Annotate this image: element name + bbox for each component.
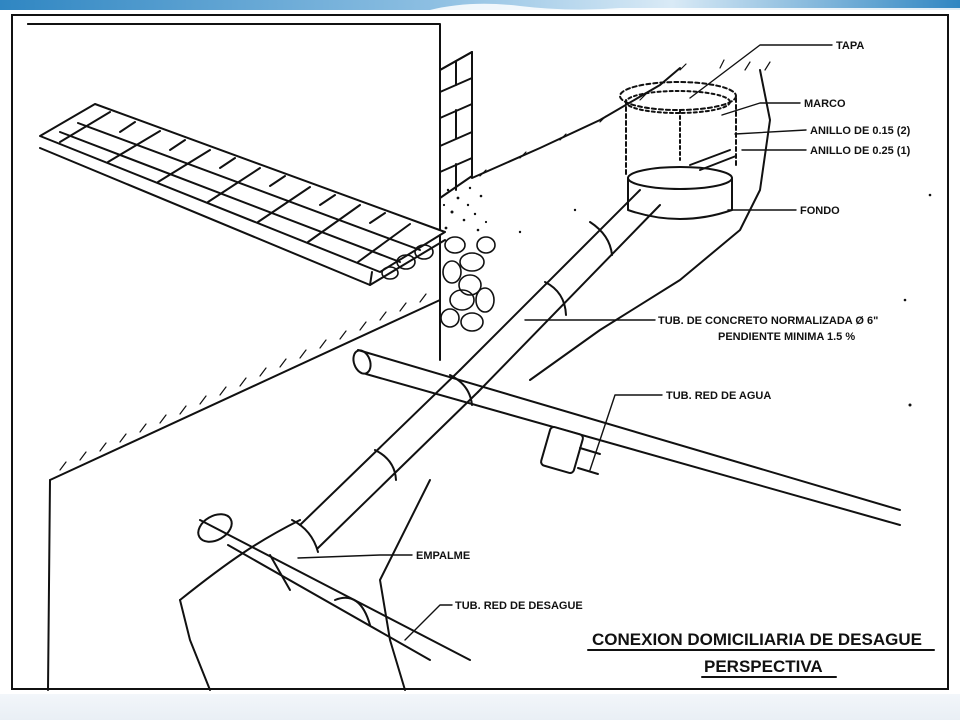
label-tub-desague: TUB. RED DE DESAGUE <box>455 600 583 612</box>
label-fondo: FONDO <box>800 205 840 217</box>
title-line-1: CONEXION DOMICILIARIA DE DESAGUE <box>592 630 922 649</box>
manhole-box <box>619 81 737 220</box>
concrete-pipe <box>291 189 661 553</box>
label-tapa: TAPA <box>836 40 864 52</box>
title-line-2: PERSPECTIVA <box>704 657 823 676</box>
building-block <box>27 23 473 231</box>
title-underlines <box>587 649 935 678</box>
sidewalk <box>39 103 446 286</box>
water-main-pipe <box>352 349 901 526</box>
label-pendiente: PENDIENTE MINIMA 1.5 % <box>718 331 855 343</box>
top-decorative-band <box>0 0 960 14</box>
drawing-frame <box>11 14 949 690</box>
gravel-fill <box>381 236 496 332</box>
trench-outline <box>47 67 771 691</box>
label-marco: MARCO <box>804 98 846 110</box>
soil-hatching <box>59 59 771 471</box>
label-tub-agua: TUB. RED DE AGUA <box>666 390 771 402</box>
gravel-dots <box>442 186 932 407</box>
label-anillo-025: ANILLO DE 0.25 (1) <box>810 145 911 157</box>
leader-lines <box>297 44 833 641</box>
label-tub-concreto: TUB. DE CONCRETO NORMALIZADA Ø 6" <box>658 315 878 327</box>
top-band-graphic <box>0 0 960 14</box>
bottom-decorative-band <box>0 694 960 720</box>
sewer-main-pipe <box>197 513 471 661</box>
label-anillo-015: ANILLO DE 0.15 (2) <box>810 125 911 137</box>
label-empalme: EMPALME <box>416 550 470 562</box>
